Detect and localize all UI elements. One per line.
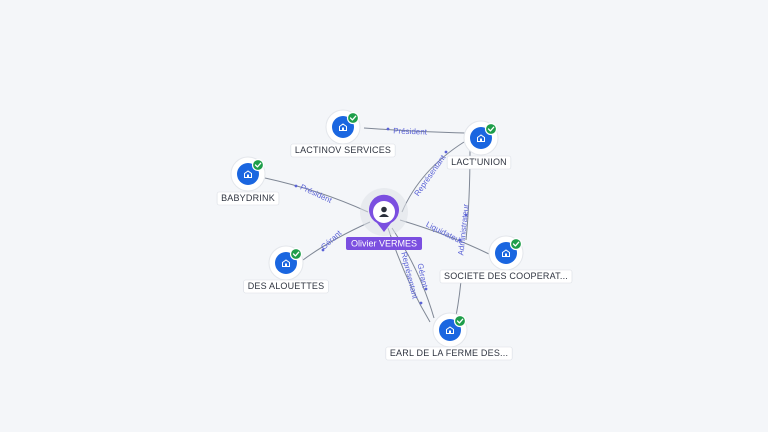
edge-label: Gérant xyxy=(416,263,430,290)
relation-edge[interactable]: Représentant xyxy=(401,141,465,213)
company-label: LACT'UNION xyxy=(446,155,512,170)
edge-line xyxy=(264,177,369,213)
center-person-node[interactable]: Olivier VERMES xyxy=(345,188,423,250)
company-label-bg xyxy=(216,191,280,206)
edge-label: Administrateur xyxy=(456,203,470,256)
check-badge-icon xyxy=(484,122,498,136)
company-node[interactable]: DES ALOUETTES xyxy=(243,245,329,294)
company-node[interactable]: BABYDRINK xyxy=(216,156,280,206)
edge-arrow-dot xyxy=(321,248,325,252)
company-label: BABYDRINK xyxy=(216,191,280,206)
company-label: DES ALOUETTES xyxy=(243,279,329,294)
edge-line xyxy=(399,219,490,255)
edge-label: Représentant xyxy=(399,251,420,301)
relation-edge[interactable]: Président xyxy=(264,177,369,213)
company-building-icon xyxy=(337,121,349,133)
edge-arrow-dot xyxy=(424,287,428,291)
company-name: LACT'UNION xyxy=(451,157,507,167)
edge-arrow-dot xyxy=(294,184,298,188)
company-name: BABYDRINK xyxy=(221,193,275,203)
edge-arrow-dot xyxy=(419,301,423,305)
check-badge-icon xyxy=(289,247,303,261)
company-name: LACTINOV SERVICES xyxy=(295,145,391,155)
company-name: SOCIETE DES COOPERAT... xyxy=(444,271,568,281)
company-label: EARL DE LA FERME DES... xyxy=(385,346,513,361)
center-person-label: Olivier VERMES xyxy=(345,237,423,250)
edge-arrow-dot xyxy=(464,213,468,217)
company-building-icon xyxy=(280,257,292,269)
edge-label: Président xyxy=(299,183,334,206)
edge-arrow-dot xyxy=(458,238,462,242)
person-label-bg xyxy=(345,237,423,250)
person-name: Olivier VERMES xyxy=(351,239,417,249)
edge-line xyxy=(363,127,466,134)
nodes-layer: LACTINOV SERVICES LACT'UNION BABYDRINK DES … xyxy=(216,109,573,361)
company-node[interactable]: LACTINOV SERVICES xyxy=(290,109,396,158)
relation-edge[interactable]: Président xyxy=(363,126,466,137)
company-building-icon xyxy=(444,324,456,336)
edge-label: Gérant xyxy=(319,228,344,252)
company-node[interactable]: SOCIETE DES COOPERAT... xyxy=(439,235,573,284)
check-badge-icon xyxy=(251,158,265,172)
edge-label: Président xyxy=(393,126,428,136)
company-label-bg xyxy=(243,279,329,294)
company-building-icon xyxy=(242,168,254,180)
company-building-icon xyxy=(475,132,487,144)
edge-arrow-dot xyxy=(386,127,390,131)
company-name: EARL DE LA FERME DES... xyxy=(390,348,508,358)
company-label-bg xyxy=(446,155,512,170)
company-label-bg xyxy=(290,143,396,158)
edge-arrow-dot xyxy=(444,150,448,154)
company-name: DES ALOUETTES xyxy=(248,281,325,291)
company-label: SOCIETE DES COOPERAT... xyxy=(439,269,573,284)
check-badge-icon xyxy=(346,111,360,125)
check-badge-icon xyxy=(453,314,467,328)
company-label: LACTINOV SERVICES xyxy=(290,143,396,158)
edge-label: Représentant xyxy=(412,153,447,198)
company-label-bg xyxy=(385,346,513,361)
person-icon xyxy=(379,206,389,217)
edge-line xyxy=(302,221,371,261)
company-building-icon xyxy=(500,247,512,259)
check-badge-icon xyxy=(509,237,523,251)
edge-line xyxy=(391,227,435,319)
company-label-bg xyxy=(439,269,573,284)
company-node[interactable]: LACT'UNION xyxy=(446,120,512,170)
company-node[interactable]: EARL DE LA FERME DES... xyxy=(385,312,513,361)
